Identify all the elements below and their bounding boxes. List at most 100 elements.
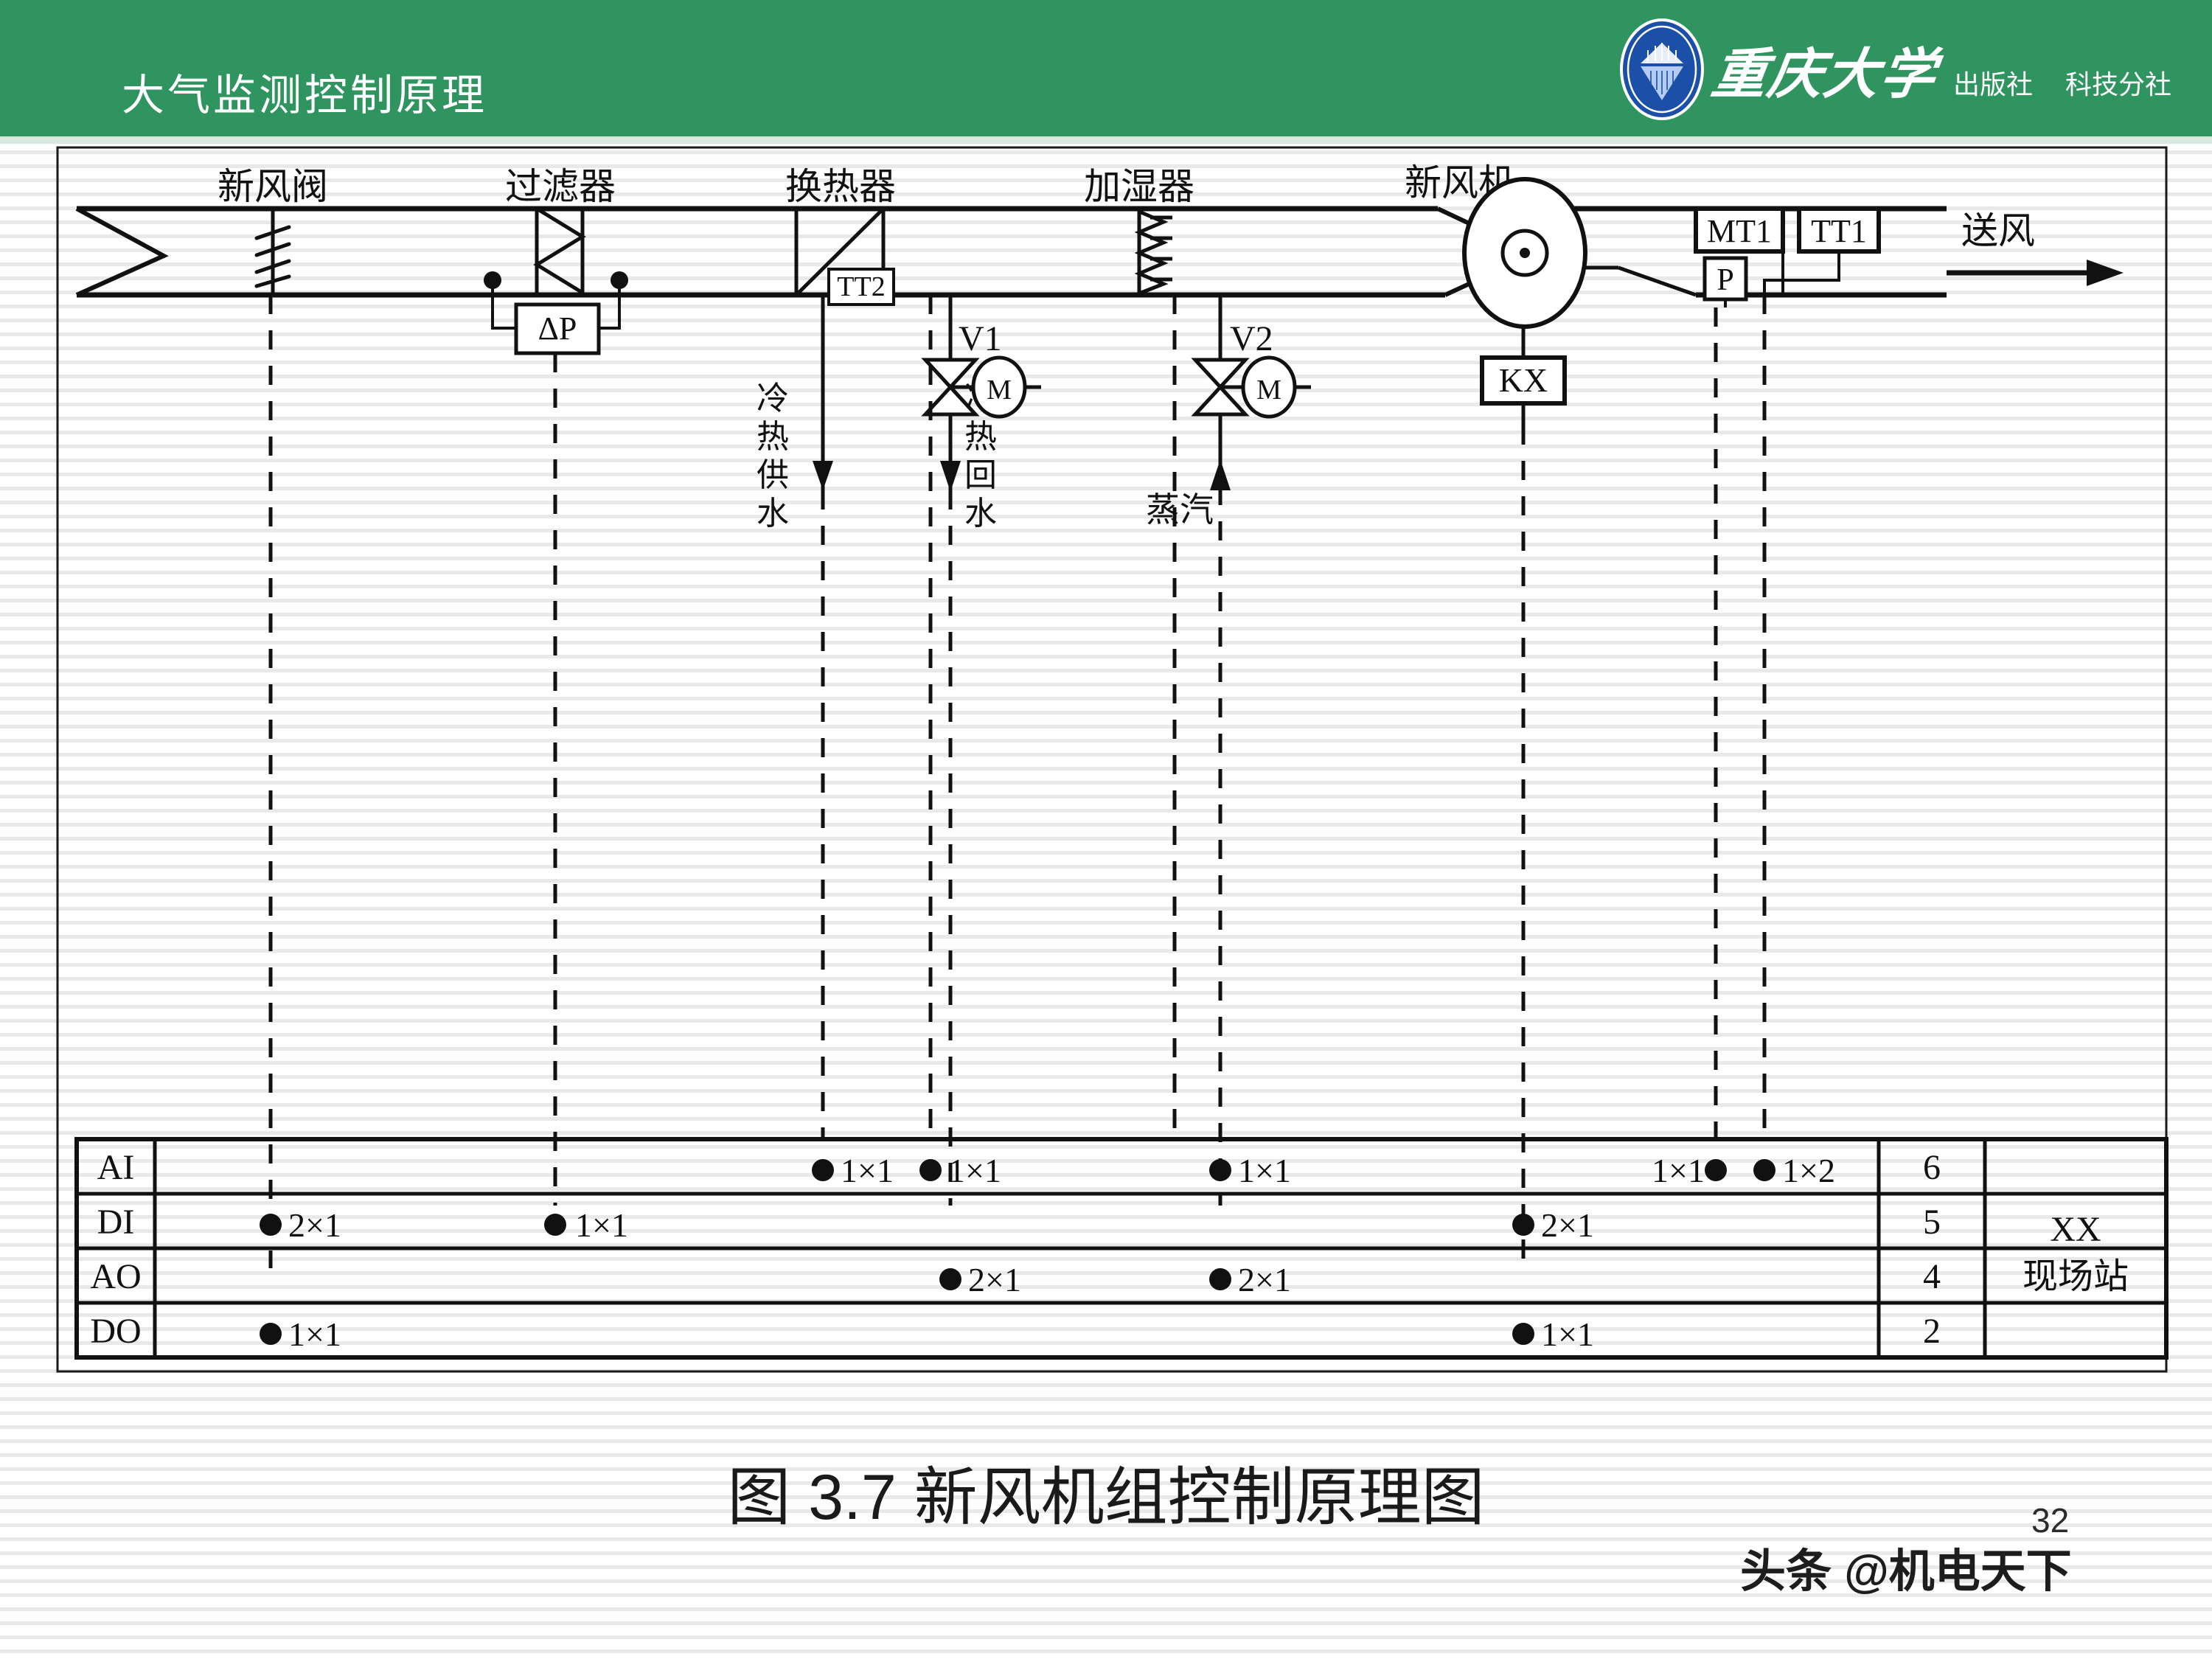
kx-box <box>1480 355 1567 406</box>
fresh-air-intake-chevron <box>75 206 169 297</box>
io-point-value: 1×1 <box>1652 1152 1705 1189</box>
io-point-value: 1×1 <box>948 1152 1001 1189</box>
fan-shaft-center <box>1520 248 1530 258</box>
v2-label: V2 <box>1230 319 1273 358</box>
io-point-dot <box>939 1268 961 1290</box>
return-water-arrowhead <box>940 461 961 492</box>
io-point-value: 2×1 <box>968 1261 1021 1298</box>
v1-label: V1 <box>959 319 1002 358</box>
control-valve-v1: V1 M <box>921 319 1041 419</box>
io-point-value: 2×1 <box>1541 1206 1594 1244</box>
watermark-text: 头条 @机电天下 <box>1740 1546 2072 1597</box>
steam-label: 蒸汽 <box>1146 490 1214 529</box>
io-point-dot <box>260 1323 282 1345</box>
supply-air-arrowhead <box>2087 260 2124 286</box>
mt1-label: MT1 <box>1707 213 1772 249</box>
fan-status-kx: KX <box>1480 327 1567 425</box>
chilled-hot-supply-water-pipe: 冷热供水 <box>757 295 833 532</box>
supply-air-instruments: MT1 TT1 P <box>1694 206 1881 307</box>
v2-actuator-label: M <box>1256 375 1281 406</box>
figure-border <box>56 146 2168 1373</box>
io-point-dot <box>1209 1159 1231 1181</box>
university-seal-icon <box>1619 18 1704 120</box>
header-band <box>0 0 2212 136</box>
page-number: 32 <box>2031 1501 2070 1540</box>
filter-dp-transmitter: ΔP <box>484 271 628 355</box>
io-row-label-ao: AO <box>90 1257 141 1296</box>
tt1-label: TT1 <box>1811 213 1867 249</box>
io-point-dot <box>1512 1323 1534 1345</box>
io-point-value: 1×1 <box>1541 1315 1594 1353</box>
io-row-do-points: 1×1 1×1 <box>260 1315 1594 1353</box>
steam-arrowhead <box>1210 459 1231 490</box>
header-underline-rule <box>0 136 2212 144</box>
field-station-line1: XX <box>2050 1210 2101 1249</box>
air-duct <box>75 206 1947 298</box>
io-point-value: 2×1 <box>288 1206 341 1244</box>
io-count-column: 6 5 4 2 <box>1923 1148 1941 1351</box>
signal-drop-lines <box>268 295 1767 1268</box>
io-row-ao-points: 2×1 2×1 <box>939 1261 1291 1298</box>
page-title: 大气监测控制原理 <box>122 72 488 119</box>
heat-exchanger-temp-transmitter: TT2 <box>827 268 895 306</box>
io-point-dot <box>1209 1268 1231 1290</box>
io-point-dot <box>1705 1159 1727 1181</box>
university-name: 重庆大学 <box>1708 44 1941 105</box>
io-row-label-di: DI <box>97 1203 135 1242</box>
io-row-label-ai: AI <box>97 1148 135 1187</box>
io-row-labels: AI DI AO DO <box>90 1148 141 1351</box>
io-point-value: 1×1 <box>575 1206 628 1244</box>
tt2-box <box>827 268 895 306</box>
io-point-dot <box>919 1159 942 1181</box>
supply-air-label: 送风 <box>1961 210 2035 251</box>
io-point-dot <box>1753 1159 1775 1181</box>
io-point-dot <box>260 1214 282 1236</box>
io-count-ao: 4 <box>1923 1257 1941 1296</box>
publisher-branch-name: 科技分社 <box>2065 69 2171 100</box>
io-table: AI DI AO DO 6 5 4 2 XX 现场站 1×1 1×1 1×1 1… <box>74 1137 2168 1360</box>
label-fresh-air-damper: 新风阀 <box>218 166 328 207</box>
io-row-ai-points: 1×1 1×1 1×1 1×1 1×2 <box>812 1152 1835 1189</box>
io-point-dot <box>1512 1214 1534 1236</box>
field-station-cell: XX 现场站 <box>2023 1210 2129 1296</box>
schematic-svg: 新风阀 过滤器 换热器 加湿器 新风机 <box>56 146 2168 1373</box>
pressure-box <box>1703 256 1748 302</box>
label-heat-exchanger: 换热器 <box>785 166 896 207</box>
io-point-value: 1×1 <box>841 1152 894 1189</box>
filter-symbol <box>533 206 586 295</box>
supply-water-arrowhead <box>813 461 833 490</box>
publisher-brand: 重庆大学 出版社 科技分社 <box>1618 18 2171 121</box>
label-humidifier: 加湿器 <box>1084 166 1194 207</box>
io-point-value: 1×2 <box>1782 1152 1835 1189</box>
dp-transmitter-label: ΔP <box>538 310 577 347</box>
v1-actuator-label: M <box>987 375 1012 406</box>
supply-air-flow: 送风 <box>1947 210 2124 286</box>
dp-transmitter-box <box>514 302 601 355</box>
io-point-value: 2×1 <box>1238 1261 1291 1298</box>
control-schematic-figure: 新风阀 过滤器 换热器 加湿器 新风机 <box>0 144 2212 1397</box>
fresh-air-damper-symbol <box>254 209 291 295</box>
kx-label: KX <box>1499 361 1548 399</box>
io-row-di-points: 2×1 1×1 2×1 <box>260 1206 1594 1244</box>
field-station-line2: 现场站 <box>2023 1257 2129 1296</box>
io-point-dot <box>812 1159 834 1181</box>
supply-water-label: 冷热供水 <box>757 380 789 532</box>
label-filter: 过滤器 <box>505 166 616 207</box>
control-valve-v2: V2 M <box>1191 319 1311 419</box>
io-row-label-do: DO <box>90 1312 141 1351</box>
io-count-ai: 6 <box>1923 1148 1941 1187</box>
tt2-label: TT2 <box>837 271 885 302</box>
pressure-label: P <box>1717 263 1733 297</box>
mt1-box <box>1694 206 1785 254</box>
fan-hub <box>1500 229 1549 277</box>
io-count-di: 5 <box>1923 1203 1941 1242</box>
publisher-name: 出版社 <box>1952 69 2033 100</box>
io-point-value: 1×1 <box>1238 1152 1291 1189</box>
figure-caption: 图 3.7 新风机组控制原理图 <box>727 1462 1485 1533</box>
fan-symbol <box>1462 177 1587 329</box>
io-count-do: 2 <box>1923 1312 1941 1351</box>
io-point-dot <box>544 1214 566 1236</box>
humidifier-symbol <box>1134 209 1172 296</box>
io-point-value: 1×1 <box>288 1315 341 1353</box>
